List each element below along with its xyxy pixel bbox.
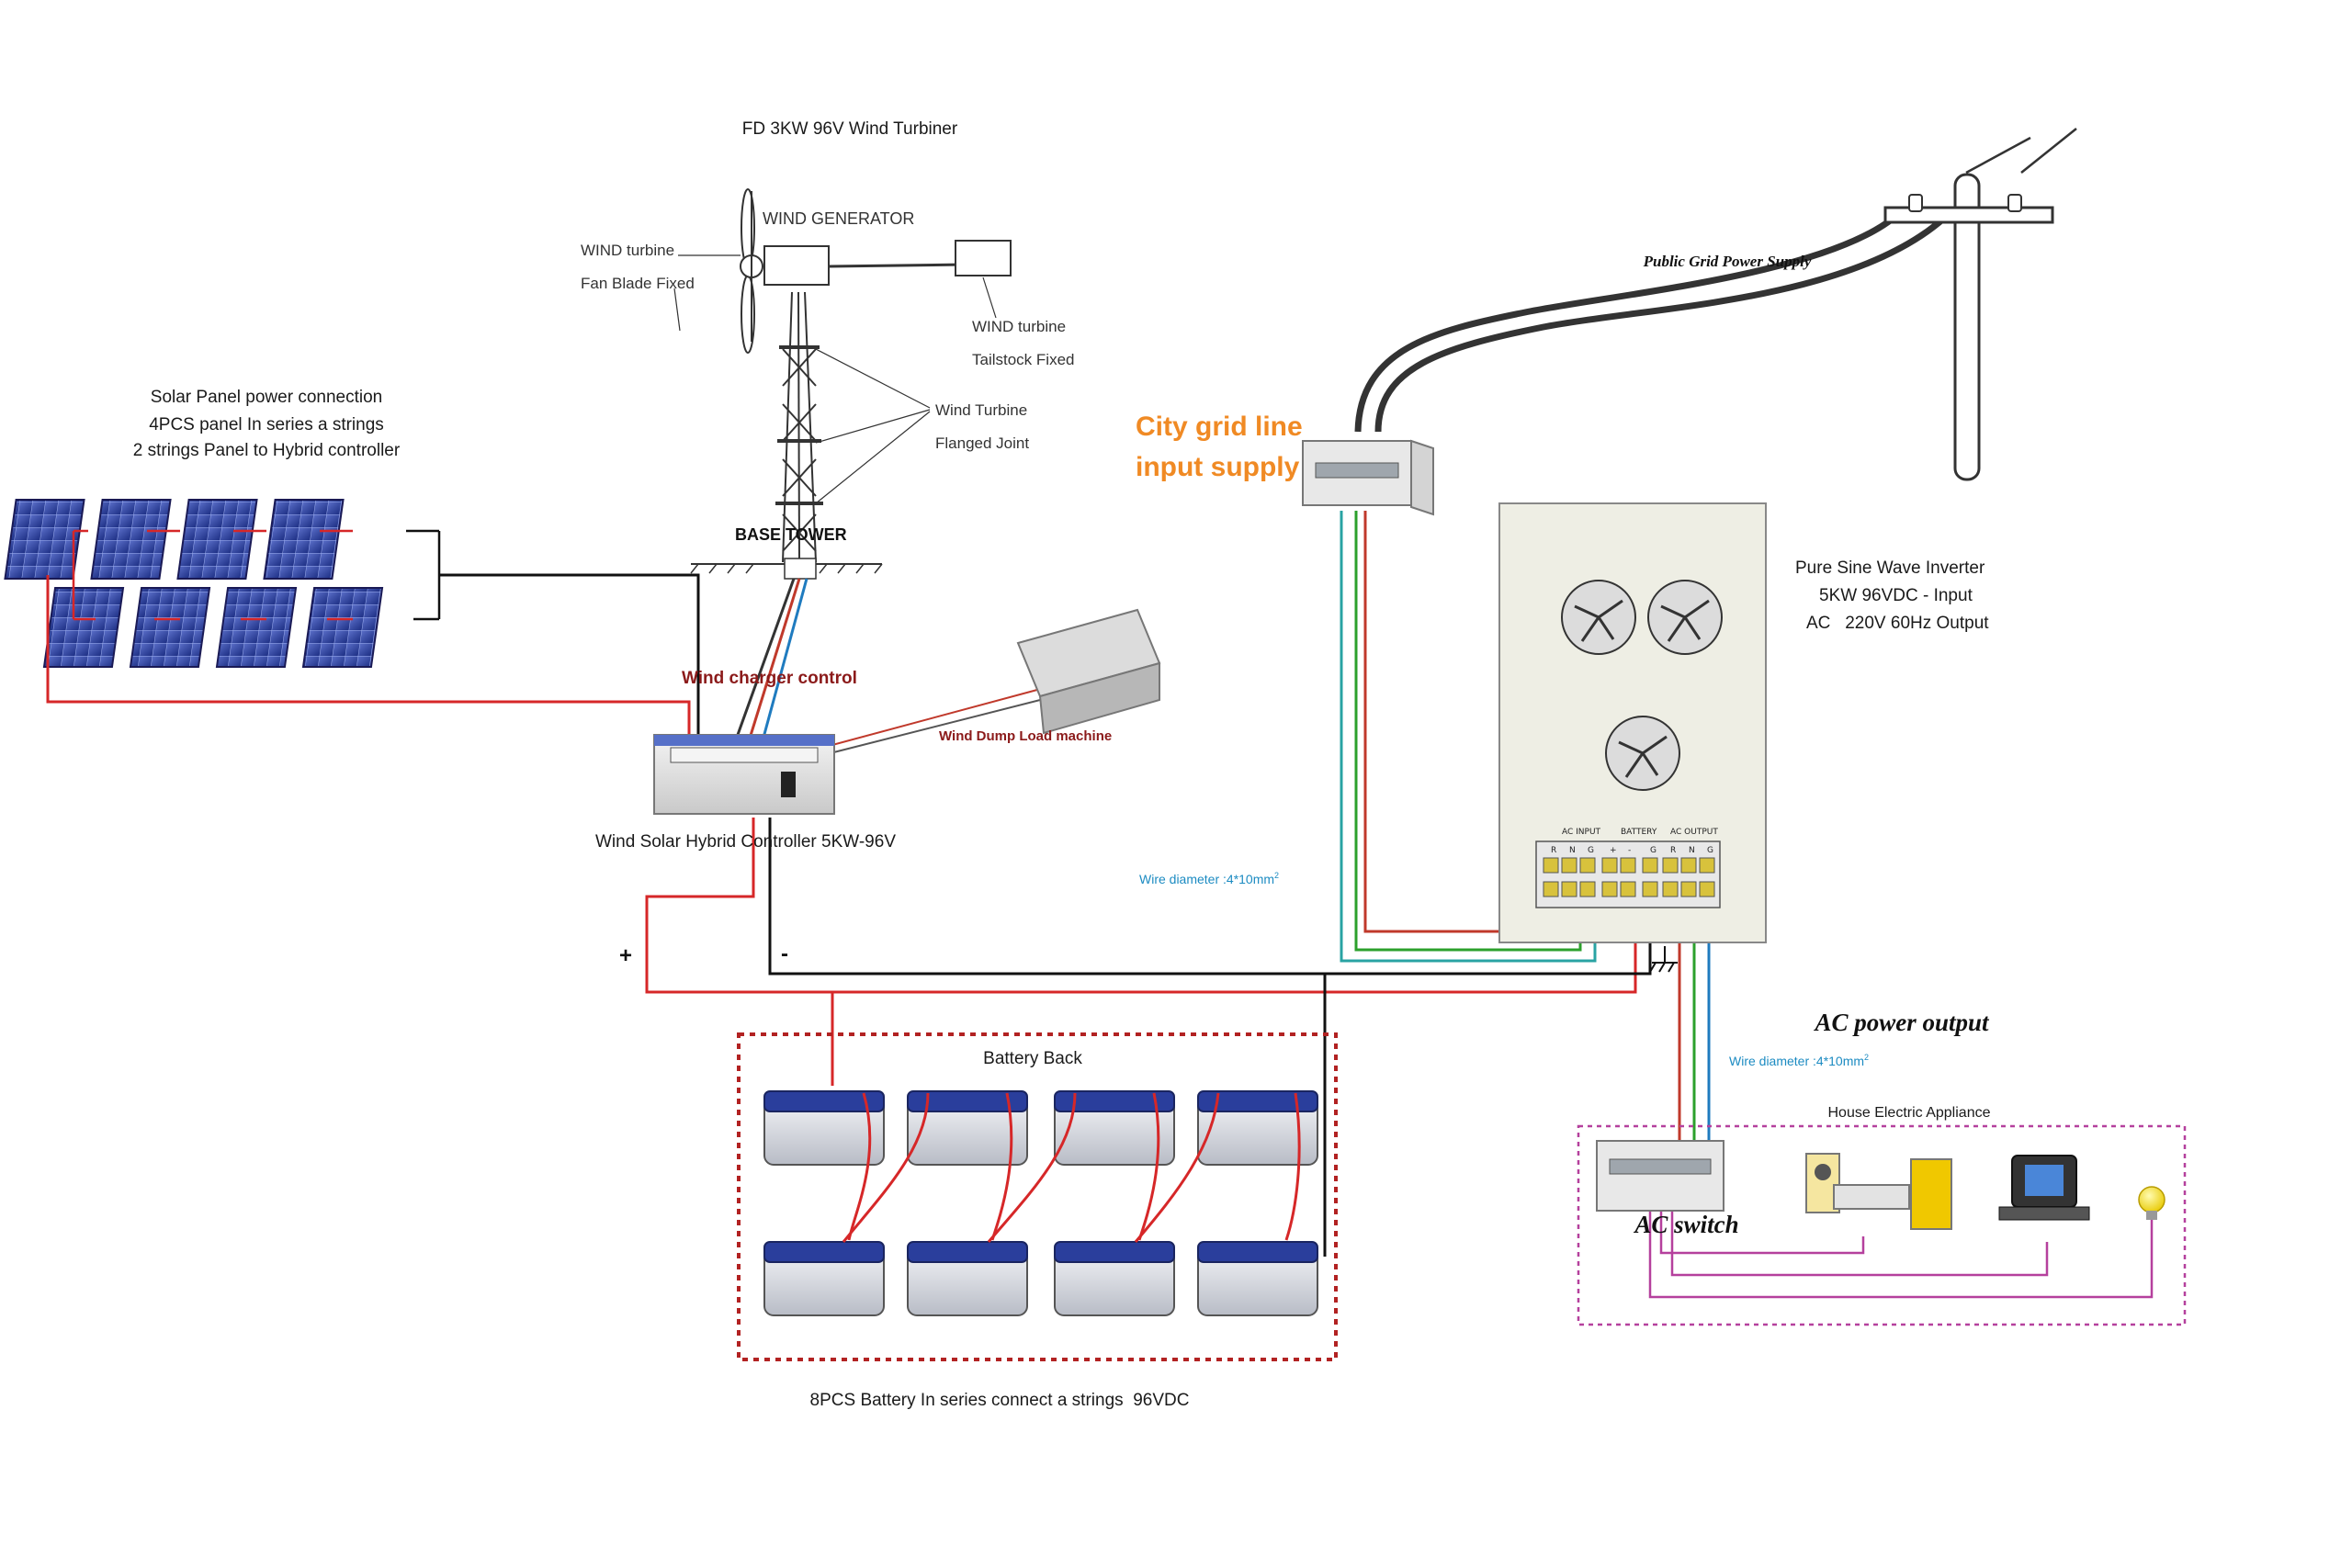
computer-appliance bbox=[1998, 1155, 2090, 1221]
wire-note-ac: Wire diameter :4*10mm2 bbox=[1729, 1053, 1869, 1068]
inverter-fans bbox=[1561, 580, 1723, 791]
solar-series-wiring bbox=[72, 529, 441, 621]
fan-blades bbox=[1574, 599, 1710, 778]
controller-top bbox=[654, 735, 834, 746]
solar-array: Solar Panel power connection 4PCS panel … bbox=[4, 388, 441, 668]
controller-switch bbox=[781, 772, 796, 797]
solar-negative-wire bbox=[439, 573, 700, 768]
generator-label: WIND GENERATOR bbox=[763, 209, 914, 228]
ground-symbol bbox=[1649, 946, 1678, 973]
battery-caption: 8PCS Battery In series connect a strings… bbox=[810, 1391, 1190, 1410]
tail-vane bbox=[955, 240, 1012, 276]
house-frame bbox=[1577, 1124, 2187, 1326]
flange-label-2: Flanged Joint bbox=[935, 434, 1029, 452]
hybrid-controller: Wind charger control Wind Solar Hybrid C… bbox=[595, 669, 896, 852]
svg-text:G: G bbox=[1650, 846, 1657, 855]
ac-switch-box bbox=[1596, 1140, 1724, 1212]
dump-load-wire bbox=[808, 686, 1048, 752]
utility-pole bbox=[1883, 128, 2077, 481]
dump-load: Wind Dump Load machine bbox=[939, 608, 1161, 744]
nacelle bbox=[763, 245, 830, 286]
wire-note-dc: Wire diameter :4*10mm2 bbox=[1139, 871, 1279, 886]
battery-row-bottom bbox=[763, 1241, 1318, 1316]
blade-label-2: Fan Blade Fixed bbox=[581, 275, 695, 292]
battery-series-links bbox=[842, 1092, 1301, 1243]
house-wire bbox=[1659, 1211, 1865, 1255]
tail-label-2: Tailstock Fixed bbox=[972, 351, 1074, 368]
wind-turbine: FD 3KW 96V Wind Turbiner WIND GENERATOR … bbox=[581, 119, 1074, 580]
tower-lattice bbox=[775, 291, 823, 563]
solar-panel bbox=[263, 499, 345, 580]
solar-panel bbox=[42, 587, 125, 668]
tail-label-1: WIND turbine bbox=[972, 318, 1066, 335]
public-grid-label: Public Grid Power Supply bbox=[1643, 253, 1812, 270]
grid-breaker-box bbox=[1302, 439, 1434, 516]
house-wire bbox=[1670, 1211, 2049, 1277]
solar-panel bbox=[215, 587, 298, 668]
solar-panel bbox=[129, 587, 211, 668]
plus-label: + bbox=[619, 943, 632, 968]
inverter-label-1: Pure Sine Wave Inverter bbox=[1795, 558, 1985, 578]
svg-text:N: N bbox=[1569, 846, 1576, 855]
solar-label-3: 2 strings Panel to Hybrid controller bbox=[133, 441, 401, 460]
battery-positive-bus bbox=[645, 818, 1637, 994]
minus-label: - bbox=[781, 942, 788, 966]
dump-load-label: Wind Dump Load machine bbox=[939, 728, 1112, 744]
solar-panel bbox=[301, 587, 384, 668]
house-wire bbox=[1648, 1211, 2154, 1299]
controller-body bbox=[653, 734, 835, 815]
solar-row-bottom bbox=[42, 587, 384, 668]
ac-output-title: AC power output bbox=[1813, 1009, 1990, 1036]
solar-panel bbox=[90, 499, 172, 580]
wind-turbine-title: FD 3KW 96V Wind Turbiner bbox=[742, 119, 958, 139]
flange-label-1: Wind Turbine bbox=[935, 401, 1027, 419]
battery-bank-frame bbox=[737, 1032, 1338, 1361]
svg-text:-: - bbox=[1628, 846, 1631, 855]
tower-junction-box bbox=[784, 558, 817, 580]
city-grid-label-1: City grid line bbox=[1136, 412, 1303, 442]
solar-label-2: 4PCS panel In series a strings bbox=[149, 415, 384, 434]
solar-panel bbox=[4, 499, 85, 580]
inverter-label-2: 5KW 96VDC - Input bbox=[1819, 586, 1973, 605]
terminal-header: BATTERY bbox=[1621, 828, 1657, 837]
terminal-header: AC INPUT bbox=[1562, 828, 1601, 837]
terminal-screws bbox=[1543, 857, 1715, 897]
solar-row-top bbox=[4, 499, 345, 580]
solar-label-1: Solar Panel power connection bbox=[151, 388, 382, 407]
ac-switch-label: AC switch bbox=[1633, 1211, 1738, 1238]
battery-bank bbox=[763, 1090, 1318, 1316]
stereo-appliance bbox=[1805, 1153, 1952, 1230]
svg-text:G: G bbox=[1707, 846, 1713, 855]
battery-row-top bbox=[763, 1090, 1318, 1166]
city-grid-label-2: input supply bbox=[1136, 452, 1300, 482]
inverter: AC INPUT BATTERY AC OUTPUT R N G + - G R… bbox=[1498, 502, 1767, 943]
svg-text:G: G bbox=[1588, 846, 1594, 855]
terminal-header: AC OUTPUT bbox=[1670, 828, 1718, 837]
public-grid-cable bbox=[1374, 210, 1952, 433]
charger-label: Wind charger control bbox=[682, 669, 857, 688]
blade-label-1: WIND turbine bbox=[581, 242, 674, 259]
inverter-label-3: AC 220V 60Hz Output bbox=[1806, 614, 1989, 633]
house-label: House Electric Appliance bbox=[1828, 1105, 1991, 1121]
svg-text:N: N bbox=[1689, 846, 1695, 855]
svg-text:R: R bbox=[1551, 846, 1556, 855]
controller-caption: Wind Solar Hybrid Controller 5KW-96V bbox=[595, 832, 896, 852]
battery-bank-title: Battery Back bbox=[983, 1049, 1082, 1068]
terminal-letters: R N G + - G R N G bbox=[1551, 846, 1713, 855]
solar-panel bbox=[176, 499, 258, 580]
tail-boom bbox=[828, 263, 966, 268]
svg-text:+: + bbox=[1610, 846, 1617, 855]
svg-text:R: R bbox=[1670, 846, 1676, 855]
public-grid-cable bbox=[1354, 216, 1895, 433]
leader-lines bbox=[673, 254, 997, 504]
dump-load-wire bbox=[808, 697, 1048, 760]
bulb-appliance bbox=[2138, 1186, 2165, 1220]
base-tower-label: BASE TOWER bbox=[735, 525, 847, 544]
